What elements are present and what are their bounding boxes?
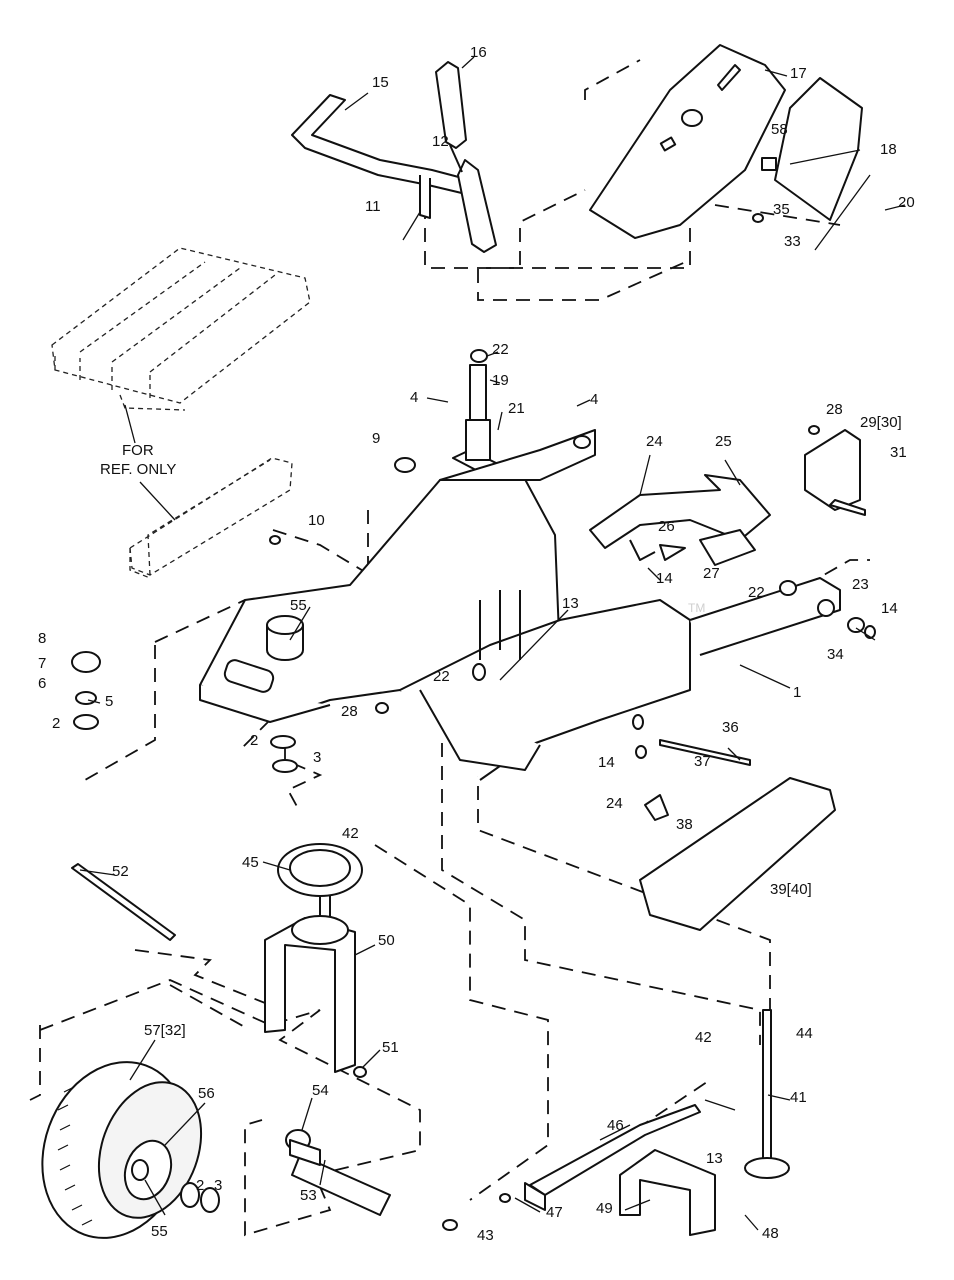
callout-57-32: 57[32]: [144, 1022, 186, 1039]
callout-21: 21: [508, 400, 525, 417]
watermark-tm: TM: [688, 601, 705, 615]
callout-41: 41: [790, 1089, 807, 1106]
drag-link: [524, 1104, 701, 1211]
callout-33: 33: [784, 233, 801, 250]
callout-34: 34: [827, 646, 844, 663]
callout-13: 13: [562, 595, 579, 612]
callout-47: 47: [546, 1204, 563, 1221]
callout-49: 49: [596, 1200, 613, 1217]
callout-42: 42: [342, 825, 359, 842]
callout-39-40: 39[40]: [770, 881, 812, 898]
callout-31: 31: [890, 444, 907, 461]
callout-leaders: [79, 56, 906, 1231]
callout-53: 53: [300, 1187, 317, 1204]
callout-13: 13: [706, 1150, 723, 1167]
callout-2: 2: [250, 732, 258, 749]
callout-26: 26: [658, 518, 675, 535]
callout-52: 52: [112, 863, 129, 880]
handle-assembly: [291, 61, 497, 253]
small-fasteners: [71, 213, 876, 1231]
callout-54: 54: [312, 1082, 329, 1099]
main-frame: [199, 429, 841, 781]
callout-5: 5: [105, 693, 113, 710]
callout-42: 42: [695, 1029, 712, 1046]
callout-8: 8: [38, 630, 46, 647]
callout-51: 51: [382, 1039, 399, 1056]
callout-55: 55: [151, 1223, 168, 1240]
callout-2: 2: [196, 1177, 204, 1194]
callout-22: 22: [433, 668, 450, 685]
callout-11: 11: [365, 198, 381, 215]
axle-spacer: [285, 1129, 391, 1216]
callout-22: 22: [492, 341, 509, 358]
console-panel: [589, 44, 786, 239]
callout-14: 14: [656, 570, 673, 587]
callout-28: 28: [826, 401, 843, 418]
callout-45: 45: [242, 854, 259, 871]
link-rod: [644, 739, 751, 821]
callout-18: 18: [880, 141, 897, 158]
callout-35: 35: [773, 201, 790, 218]
callout-10: 10: [308, 512, 325, 529]
callout-25: 25: [715, 433, 732, 450]
callout-43: 43: [477, 1227, 494, 1244]
callout-1: 1: [793, 684, 801, 701]
wheel-bushings: [180, 1182, 220, 1213]
front-tire: [41, 1061, 203, 1239]
callout-36: 36: [722, 719, 739, 736]
callout-44: 44: [796, 1025, 813, 1042]
callout-14: 14: [881, 600, 898, 617]
axle-bolt: [71, 863, 176, 941]
callout-48: 48: [762, 1225, 779, 1242]
footrest-mat: [639, 777, 836, 931]
callout-19: 19: [492, 372, 509, 389]
steering-column-shaft: [744, 1009, 790, 1179]
pedal-assembly: [589, 474, 771, 566]
note-line-2: REF. ONLY: [100, 461, 176, 478]
callout-4: 4: [590, 391, 598, 408]
mount-bracket: [804, 429, 866, 516]
callout-16: 16: [470, 44, 487, 61]
note-line-1: FOR: [122, 442, 154, 459]
front-fork: [264, 843, 363, 1073]
callout-17: 17: [790, 65, 807, 82]
callout-4: 4: [410, 389, 418, 406]
callout-23: 23: [852, 576, 869, 593]
callout-38: 38: [676, 816, 693, 833]
callout-55: 55: [290, 597, 307, 614]
callout-24: 24: [646, 433, 663, 450]
callout-2: 2: [52, 715, 60, 732]
callout-27: 27: [703, 565, 720, 582]
callout-3: 3: [313, 749, 321, 766]
callout-46: 46: [607, 1117, 624, 1134]
callout-3: 3: [214, 1177, 222, 1194]
callout-29-30: 29[30]: [860, 414, 902, 431]
reference-seat-outline: FOR REF. ONLY: [51, 247, 311, 579]
callout-56: 56: [198, 1085, 215, 1102]
callout-12: 12: [432, 133, 449, 150]
callout-20: 20: [898, 194, 915, 211]
callout-7: 7: [38, 655, 46, 672]
callout-22: 22: [748, 584, 765, 601]
callout-24: 24: [606, 795, 623, 812]
callout-37: 37: [694, 753, 711, 770]
callout-50: 50: [378, 932, 395, 949]
callout-15: 15: [372, 74, 389, 91]
callout-14: 14: [598, 754, 615, 771]
callout-labels: 1 2 2 2 3 3 4 4 5 6 7 8 9 10 11 12 13 13…: [38, 44, 915, 1244]
steering-bracket: [619, 1149, 716, 1236]
callout-58: 58: [771, 121, 788, 138]
callout-28: 28: [341, 703, 358, 720]
callout-6: 6: [38, 675, 46, 692]
callout-9: 9: [372, 430, 380, 447]
